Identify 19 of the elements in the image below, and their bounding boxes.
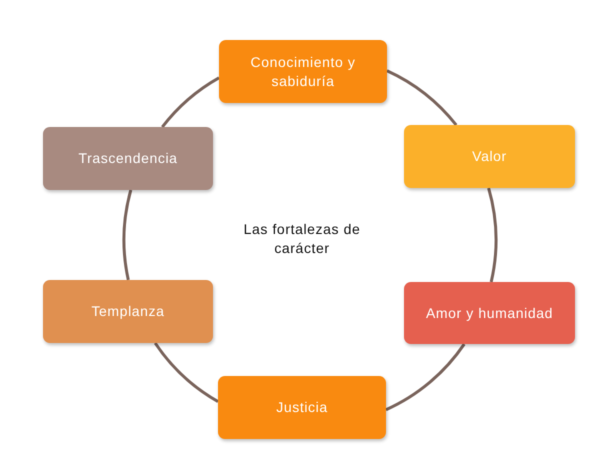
arc-connector	[385, 343, 466, 412]
arc-connector	[487, 188, 498, 282]
box-label: Amor y humanidad	[426, 304, 554, 322]
rounded-box	[404, 282, 575, 344]
arc-connector	[122, 190, 132, 280]
arc-connector	[386, 69, 458, 126]
rounded-box	[43, 280, 213, 343]
rounded-box	[219, 40, 387, 103]
rounded-box	[43, 127, 213, 190]
rounded-box	[404, 125, 575, 188]
arc-connector	[154, 342, 219, 403]
rounded-box	[218, 376, 386, 439]
box-label: Justicia	[276, 398, 328, 417]
arc-connector	[161, 76, 220, 128]
box-label: Trascendencia	[78, 149, 178, 168]
box-label: Templanza	[91, 302, 165, 321]
box-label: Valor	[472, 147, 507, 166]
center-label: Las fortalezas de carácter	[242, 220, 362, 258]
box-label: Conocimiento y sabiduría	[250, 52, 356, 90]
